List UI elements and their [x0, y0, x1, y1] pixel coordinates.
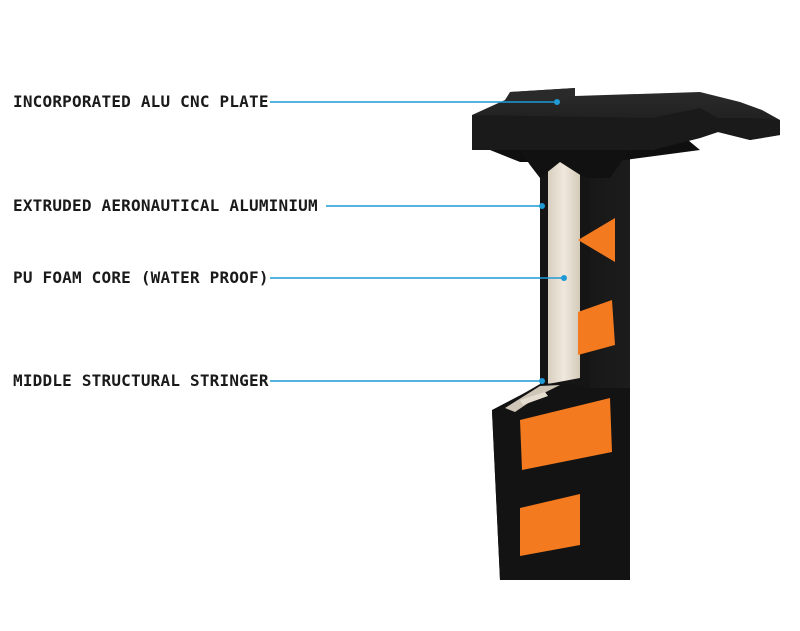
lower-core-strip — [520, 392, 548, 405]
label-alu-cnc-plate: INCORPORATED ALU CNC PLATE — [13, 92, 269, 111]
accent-mid-trapezoid — [520, 398, 612, 470]
leader-lines — [270, 99, 567, 384]
label-extruded-aluminium: EXTRUDED AERONAUTICAL ALUMINIUM — [13, 196, 318, 215]
leader-dot-aluminium — [539, 203, 545, 209]
leader-dot-stringer — [539, 378, 545, 384]
leader-dot-foam — [561, 275, 567, 281]
leader-dot-plate — [554, 99, 560, 105]
orange-accents — [520, 218, 615, 556]
accent-lower-trapezoid — [520, 494, 580, 556]
plate-notch-left — [510, 88, 575, 100]
cnc-plate — [472, 88, 780, 178]
accent-upper-trapezoid — [578, 300, 615, 355]
plate-front-edge — [472, 108, 780, 150]
label-middle-stringer: MIDDLE STRUCTURAL STRINGER — [13, 371, 269, 390]
foam-core — [548, 150, 580, 384]
mast-collar — [520, 150, 630, 178]
accent-triangle — [578, 218, 615, 262]
label-pu-foam-core: PU FOAM CORE (WATER PROOF) — [13, 268, 269, 287]
